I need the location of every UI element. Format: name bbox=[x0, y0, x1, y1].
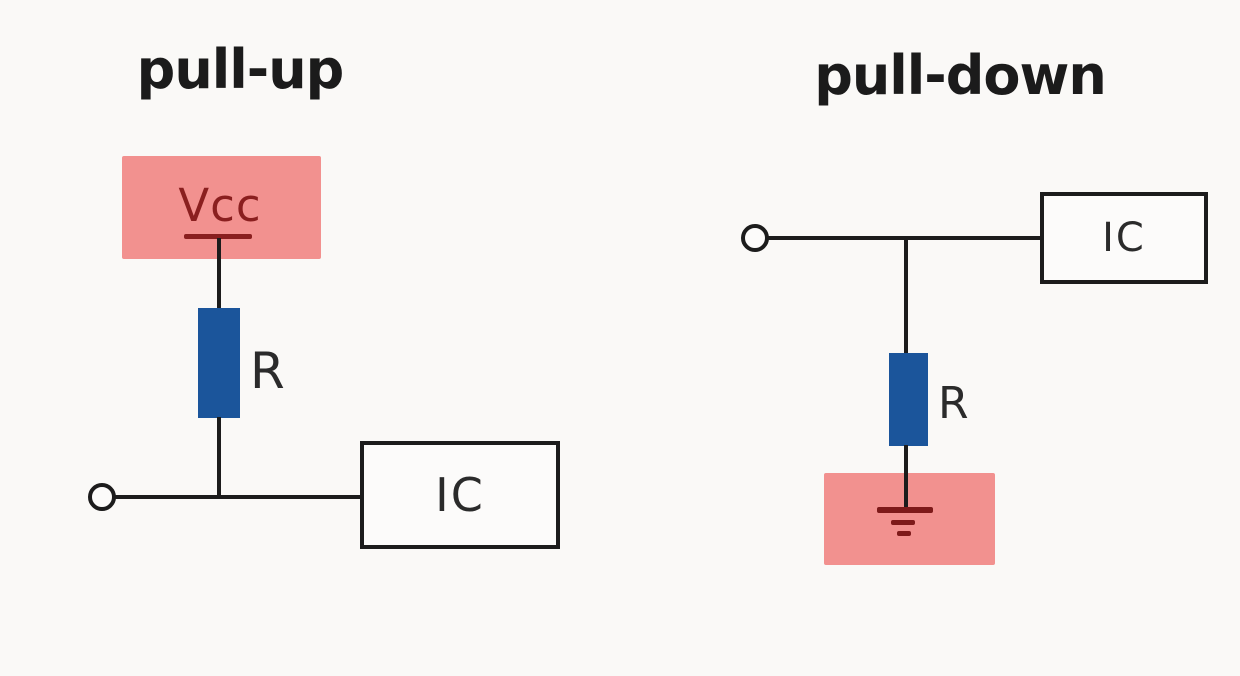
ground-symbol-icon bbox=[897, 531, 911, 536]
wire-vcc-to-resistor bbox=[217, 238, 221, 309]
io-terminal-circle bbox=[88, 483, 116, 511]
ground-symbol-icon bbox=[891, 520, 915, 525]
pull-down-resistor-label: R bbox=[938, 378, 969, 429]
wire-node-to-resistor bbox=[904, 238, 908, 354]
wire-terminal-to-ic bbox=[115, 495, 362, 499]
ground-symbol-stem bbox=[904, 473, 908, 511]
pull-up-ic-box: IC bbox=[360, 441, 560, 549]
pull-up-resistor-label: R bbox=[250, 342, 285, 400]
io-terminal-circle bbox=[741, 224, 769, 252]
ground-highlight-box bbox=[824, 473, 995, 565]
pull-down-title: pull-down bbox=[814, 44, 1107, 107]
vcc-label: Vcc bbox=[178, 179, 262, 232]
vcc-power-rail-icon bbox=[184, 234, 252, 239]
pull-up-resistor-body bbox=[198, 308, 240, 418]
ground-symbol-icon bbox=[877, 507, 933, 513]
pull-up-ic-label: IC bbox=[435, 468, 485, 522]
pull-up-title: pull-up bbox=[136, 38, 345, 101]
wire-resistor-to-node bbox=[217, 417, 221, 497]
pull-down-ic-box: IC bbox=[1040, 192, 1208, 284]
pull-down-ic-label: IC bbox=[1102, 215, 1146, 261]
vcc-highlight-box bbox=[122, 156, 321, 259]
pull-down-resistor-body bbox=[889, 353, 928, 446]
